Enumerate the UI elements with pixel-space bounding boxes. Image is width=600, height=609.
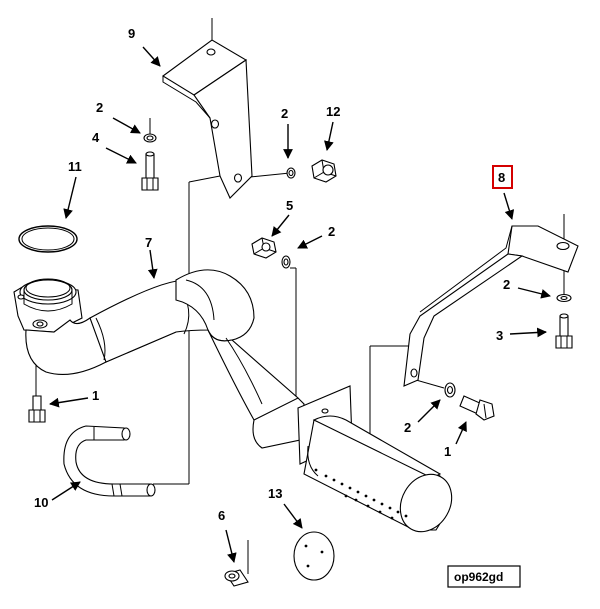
callout-6: 6 [218, 508, 225, 523]
callout-2b: 2 [281, 106, 288, 121]
callout-1a: 1 [92, 388, 99, 403]
callout-4: 4 [92, 130, 100, 145]
spacer-6 [224, 569, 249, 587]
callout-labels: 9 2 4 2 12 11 5 2 7 8 2 3 1 2 1 10 13 6 [34, 26, 513, 523]
callout-7: 7 [145, 235, 152, 250]
callout-5: 5 [286, 198, 293, 213]
callout-13: 13 [268, 486, 282, 501]
bolt-1b [459, 395, 495, 421]
perforations [314, 468, 408, 520]
u-clamp-10 [63, 425, 156, 497]
bolt-4 [141, 151, 159, 191]
bolt-3 [555, 313, 573, 349]
bolt-1a [28, 395, 46, 423]
bracket-right-8 [403, 225, 579, 387]
callout-2e: 2 [404, 420, 411, 435]
washer-2e [444, 382, 456, 398]
cap-disc-13 [293, 531, 335, 581]
washer-2a [143, 133, 157, 143]
callout-2d: 2 [503, 277, 510, 292]
washer-2d [556, 293, 572, 303]
drawing-id-text: op962gd [454, 570, 503, 584]
highlight-box-8 [492, 165, 513, 189]
callout-3: 3 [496, 328, 503, 343]
callout-9: 9 [128, 26, 135, 41]
callout-1b: 1 [444, 444, 451, 459]
nut-12 [311, 159, 337, 183]
callout-12: 12 [326, 104, 340, 119]
callout-10: 10 [34, 495, 48, 510]
bracket-upper [162, 39, 253, 199]
o-ring-11 [18, 225, 78, 253]
drawing-id: op962gd [447, 565, 521, 588]
washer-2b [286, 167, 296, 179]
callout-11: 11 [68, 159, 82, 174]
callout-arrows [49, 46, 551, 563]
callout-2c: 2 [328, 224, 335, 239]
tail-pipe [297, 385, 453, 533]
exhaust-pipe-7 [13, 269, 314, 449]
nut-5 [251, 237, 277, 259]
callout-2a: 2 [96, 100, 103, 115]
washer-2c [281, 255, 291, 269]
callout-8: 8 [498, 170, 505, 185]
drawing-id-box [447, 565, 521, 588]
